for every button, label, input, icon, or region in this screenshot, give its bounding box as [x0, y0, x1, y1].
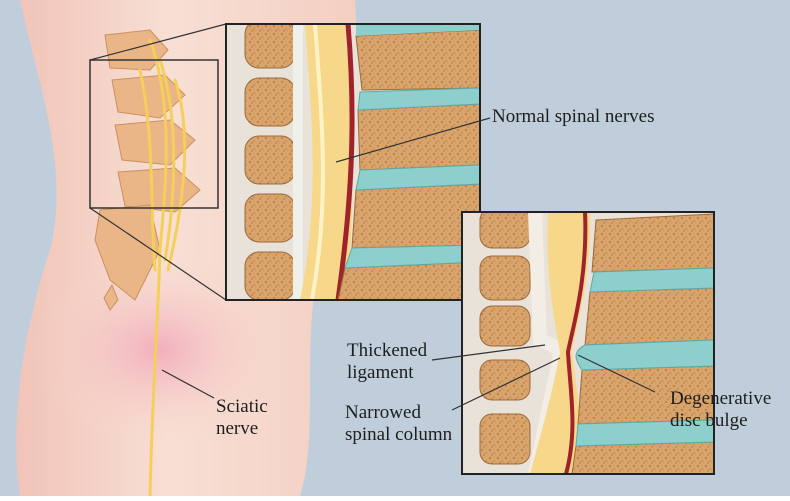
label-narrowed-spinal-column: Narrowed spinal column [345, 402, 452, 446]
label-normal-spinal-nerves: Normal spinal nerves [492, 106, 655, 128]
label-thickened-ligament-line2: ligament [347, 362, 427, 384]
label-sciatic-nerve-line1: Sciatic [216, 396, 268, 418]
stenosis-spine-panel [462, 208, 714, 474]
label-degenerative-disc-bulge: Degenerative disc bulge [670, 388, 771, 432]
label-narrowed-spinal-column-line2: spinal column [345, 424, 452, 446]
label-sciatic-nerve: Sciatic nerve [216, 396, 268, 440]
label-thickened-ligament: Thickened ligament [347, 340, 427, 384]
label-degenerative-disc-bulge-line1: Degenerative [670, 388, 771, 410]
label-sciatic-nerve-line2: nerve [216, 418, 268, 440]
label-narrowed-spinal-column-line1: Narrowed [345, 402, 452, 424]
label-degenerative-disc-bulge-line2: disc bulge [670, 410, 771, 432]
normal-spine-panel [226, 20, 480, 300]
label-thickened-ligament-line1: Thickened [347, 340, 427, 362]
